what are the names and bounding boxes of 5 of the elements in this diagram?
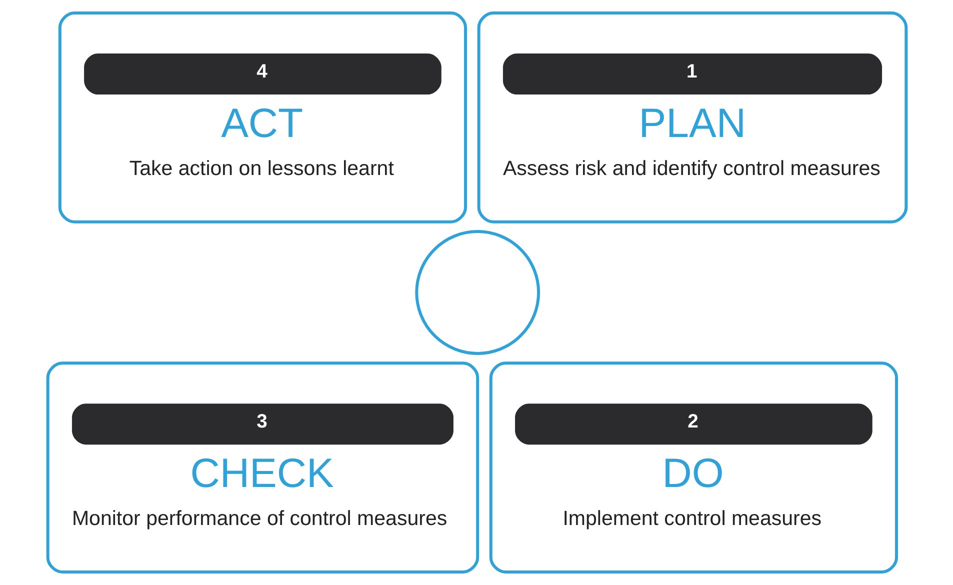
node-circle: [414, 230, 540, 355]
node-box: 2 DO Implement control measures: [488, 362, 898, 574]
node-box: 3 CHECK Monitor performance of control measures: [46, 362, 479, 574]
node-box: 4 ACT Take action on lessons learnt: [58, 12, 467, 224]
node-box: 1 PLAN Assess risk and identify control measures: [476, 12, 908, 224]
